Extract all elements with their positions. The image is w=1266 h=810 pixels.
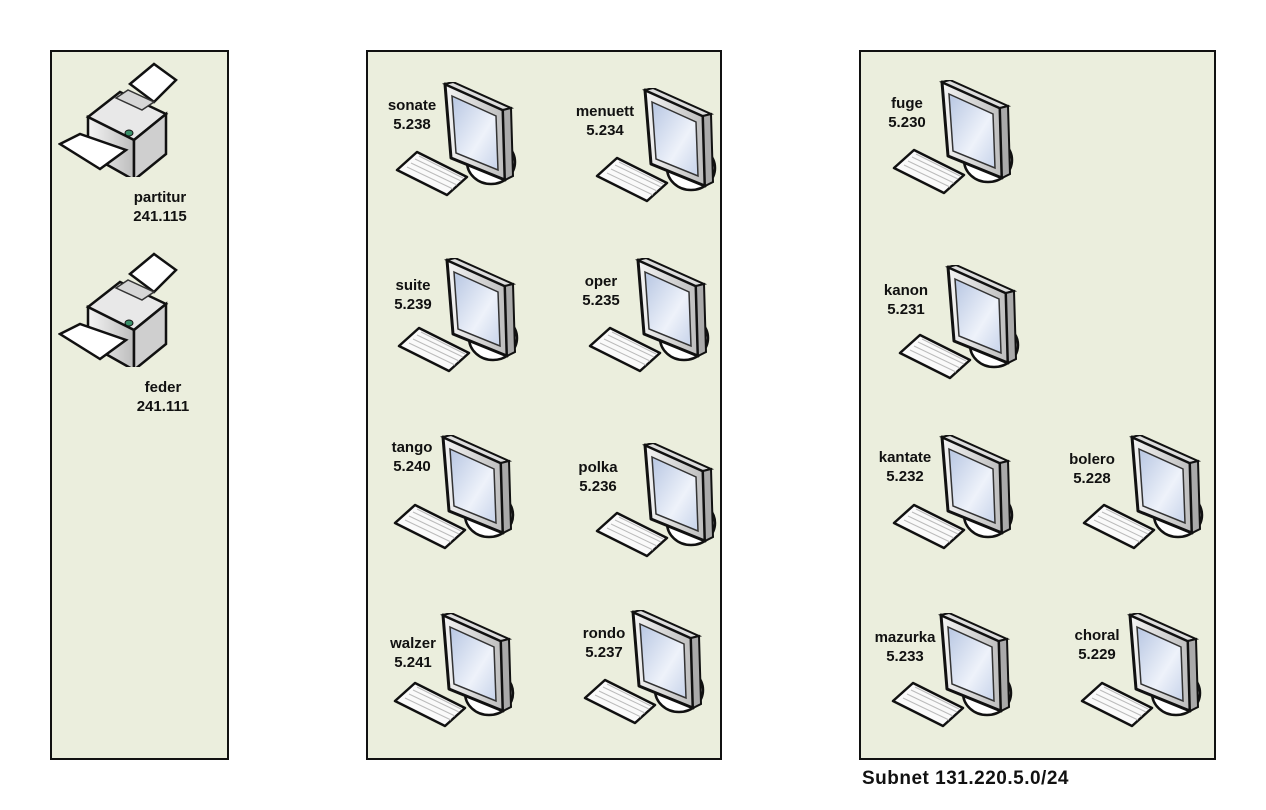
workstation-label: sonate 5.238 xyxy=(367,96,457,134)
hostname: kantate xyxy=(878,449,932,466)
hostname: suite xyxy=(395,277,431,294)
ip-address: 5.231 xyxy=(887,301,925,318)
ip-address: 5.228 xyxy=(1073,470,1111,487)
ip-address: 5.241 xyxy=(394,654,432,671)
hostname: mazurka xyxy=(874,629,936,646)
ip-address: 5.237 xyxy=(585,644,623,661)
hostname: kanon xyxy=(883,282,929,299)
ip-address: 5.233 xyxy=(886,648,924,665)
workstation-label: kantate 5.232 xyxy=(860,448,950,486)
ip-address: 5.236 xyxy=(579,478,617,495)
hostname: feder xyxy=(144,379,182,396)
ip-address: 5.234 xyxy=(586,122,624,139)
workstation-label: rondo 5.237 xyxy=(559,624,649,662)
hostname: polka xyxy=(578,459,618,476)
ip-address: 5.235 xyxy=(582,292,620,309)
workstation-label: choral 5.229 xyxy=(1052,626,1142,664)
hostname: rondo xyxy=(582,625,626,642)
workstation-label: polka 5.236 xyxy=(553,458,643,496)
subnet-label: Subnet 131.220.5.0/24 xyxy=(862,768,1069,789)
hostname: menuett xyxy=(575,103,635,120)
printer-icon xyxy=(58,252,183,367)
ip-address: 5.238 xyxy=(393,116,431,133)
ip-address: 5.239 xyxy=(394,296,432,313)
workstation-label: walzer 5.241 xyxy=(368,634,458,672)
workstation-label: bolero 5.228 xyxy=(1047,450,1137,488)
printer-icon xyxy=(58,62,183,177)
workstation-label: oper 5.235 xyxy=(556,272,646,310)
ip-address: 5.230 xyxy=(888,114,926,131)
workstation-label: suite 5.239 xyxy=(368,276,458,314)
workstation-label: fuge 5.230 xyxy=(862,94,952,132)
workstation-label: menuett 5.234 xyxy=(560,102,650,140)
ip-address: 241.111 xyxy=(136,398,190,415)
ip-address: 5.232 xyxy=(886,468,924,485)
hostname: bolero xyxy=(1069,451,1115,468)
hostname: oper xyxy=(584,273,618,290)
printer-label: feder 241.111 xyxy=(118,378,208,416)
hostname: fuge xyxy=(891,95,923,112)
ip-address: 241.115 xyxy=(133,208,187,225)
ip-address: 5.229 xyxy=(1078,646,1116,663)
ip-address: 5.240 xyxy=(393,458,431,475)
hostname: choral xyxy=(1074,627,1120,644)
hostname: walzer xyxy=(390,635,436,652)
printer-label: partitur 241.115 xyxy=(115,188,205,226)
workstation-label: mazurka 5.233 xyxy=(860,628,950,666)
hostname: sonate xyxy=(387,97,437,114)
hostname: partitur xyxy=(133,189,187,206)
workstation-label: kanon 5.231 xyxy=(861,281,951,319)
hostname: tango xyxy=(391,439,433,456)
workstation-label: tango 5.240 xyxy=(367,438,457,476)
